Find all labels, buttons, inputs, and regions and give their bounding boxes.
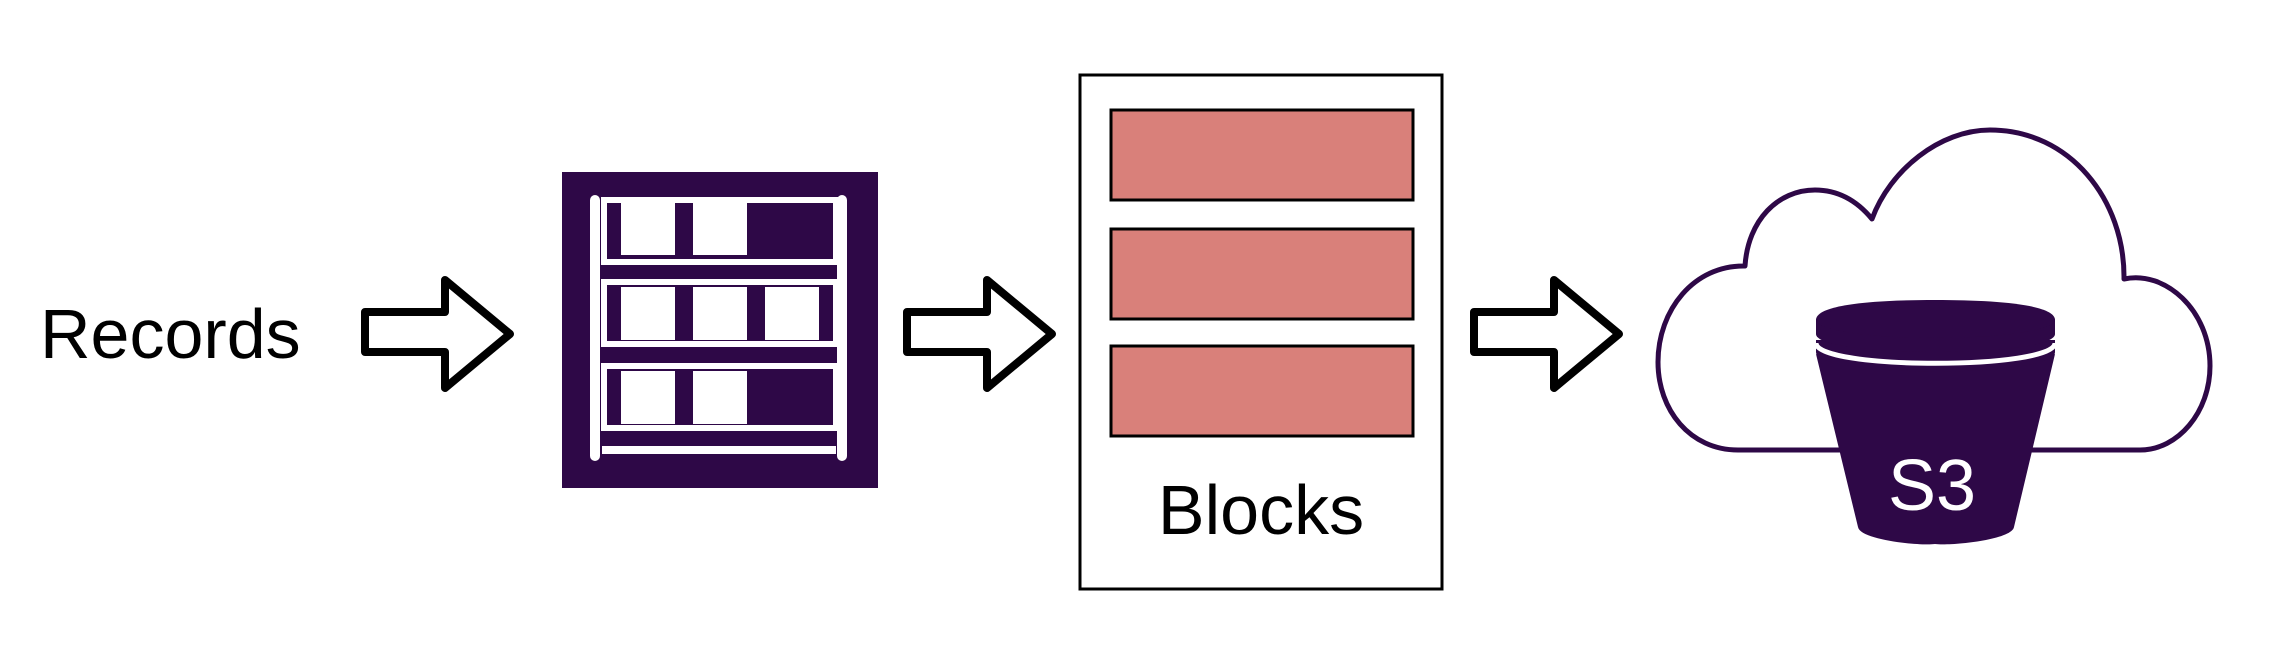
s3-bucket-icon: S3 [1813,300,2058,545]
right-arrow-icon [361,276,514,392]
table-icon [562,172,878,488]
blocks-panel: Blocks [1078,73,1444,591]
s3-label: S3 [1888,446,1976,526]
block [1109,227,1415,321]
right-arrow-icon [1470,276,1623,392]
cloud-icon [1655,127,2213,453]
block [1109,108,1415,202]
blocks-label: Blocks [1158,471,1364,549]
block [1109,344,1415,438]
records-label: Records [40,295,301,373]
right-arrow-icon [903,276,1056,392]
